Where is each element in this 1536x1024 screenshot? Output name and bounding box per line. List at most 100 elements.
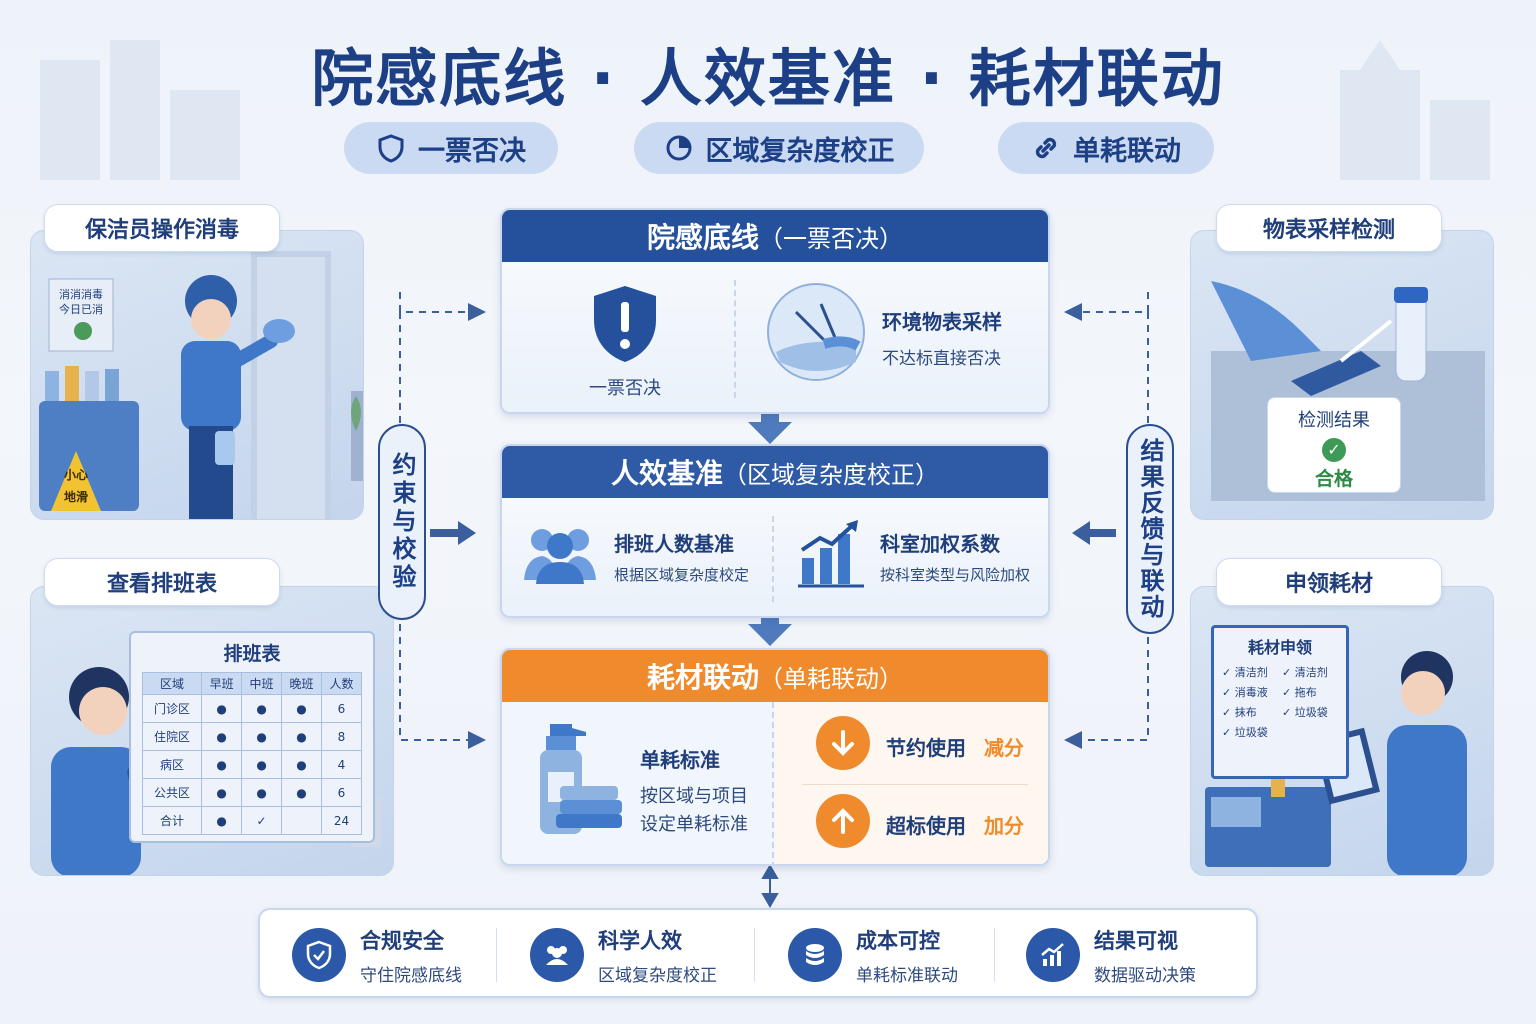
divider	[496, 928, 497, 982]
divider	[754, 928, 755, 982]
staff-baseline-title: 排班人数基准	[614, 532, 734, 556]
panel-infection-baseline: 院感底线（一票否决） 一票否决 环境物表采样 不达标直接否决	[500, 208, 1050, 414]
benefit-cost: 成本可控单耗标准联动	[788, 910, 958, 1000]
panel-header: 人效基准（区域复杂度校正）	[502, 446, 1048, 498]
benefit-sub: 守住院感底线	[360, 965, 462, 986]
list-item: ✓ 清洁剂	[1282, 666, 1328, 679]
benefit-title: 成本可控	[856, 928, 940, 953]
photo-sampling: 检测结果 ✓ 合格	[1190, 230, 1494, 520]
save-usage-label: 节约使用	[886, 736, 966, 760]
item-label: 抹布	[1234, 706, 1257, 719]
benefit-sub: 数据驱动决策	[1094, 965, 1196, 986]
people-icon	[530, 928, 584, 982]
list-item: ✓ 清洁剂	[1222, 666, 1268, 679]
person-icon: ●	[281, 778, 322, 807]
env-sampling-title: 环境物表采样	[882, 310, 1002, 334]
benefits-bar: 合规安全守住院感底线 科学人效区域复杂度校正 成本可控单耗标准联动 结果可视数据…	[258, 908, 1258, 998]
env-sampling-sub: 不达标直接否决	[882, 349, 1001, 369]
divider	[734, 280, 736, 398]
pill-label: 区域复杂度校正	[705, 135, 895, 167]
item-label: 拖布	[1294, 686, 1317, 699]
item-label: 垃圾袋	[1294, 706, 1328, 719]
panel-body: 单耗标准 按区域与项目 设定单耗标准 节约使用 减分 超标使用 加分	[502, 702, 1048, 864]
veto-label: 一票否决	[589, 378, 661, 399]
schedule-title: 排班表	[223, 643, 281, 665]
list-item: ✓ 垃圾袋	[1282, 706, 1328, 719]
sign-text: 消消消毒 今日已消	[53, 287, 109, 317]
benefit-compliance: 合规安全守住院感底线	[292, 910, 462, 1000]
item-label: 消毒液	[1234, 686, 1268, 699]
pill-label: 单耗联动	[1073, 135, 1181, 167]
panel-subtitle: （区域复杂度校正）	[723, 460, 939, 489]
result-title: 检测结果	[1298, 410, 1370, 431]
chart-up-icon	[1026, 928, 1080, 982]
label-sampling: 物表采样检测	[1216, 204, 1442, 252]
person-icon: ●	[281, 722, 322, 751]
benefit-title: 结果可视	[1094, 928, 1178, 953]
panel-title: 院感底线	[646, 221, 759, 254]
arrow-down-icon	[816, 716, 870, 770]
benefit-efficiency: 科学人效区域复杂度校正	[530, 910, 717, 1000]
cell-count: 24	[320, 806, 363, 835]
cell-area: 合计	[141, 806, 203, 835]
person-icon: ●	[201, 750, 243, 779]
divider	[772, 702, 774, 864]
over-usage-tag: 加分	[984, 814, 1024, 838]
label-cleaning: 保洁员操作消毒	[44, 204, 280, 252]
list-item: ✓ 抹布	[1222, 706, 1257, 719]
pill-veto: 一票否决	[344, 122, 558, 174]
over-usage-label: 超标使用	[886, 814, 966, 838]
side-label-constraint: 约束与校验	[378, 424, 426, 620]
skyline-background	[40, 40, 1490, 180]
schedule-table: 区域 早班 中班 晚班 人数 门诊区●●●6 住院区●●●8 病区●●●4 公共…	[141, 672, 363, 835]
check-circle-icon: ✓	[1322, 438, 1346, 462]
sign-line-1: 消消消毒	[59, 288, 103, 301]
coins-icon	[788, 928, 842, 982]
supplies-illustration	[1205, 651, 1467, 875]
cell-area: 门诊区	[141, 694, 203, 723]
item-label: 垃圾袋	[1234, 726, 1268, 739]
panel-title: 人效基准	[610, 457, 723, 490]
cell-count: 4	[320, 750, 363, 779]
panel-title: 耗材联动	[646, 661, 759, 694]
benefit-sub: 单耗标准联动	[856, 965, 958, 986]
item-label: 清洁剂	[1234, 666, 1268, 679]
list-item: ✓ 消毒液	[1222, 686, 1268, 699]
panel-subtitle: （一票否决）	[759, 224, 903, 253]
bar-growth-icon	[798, 520, 864, 588]
panel-header: 院感底线（一票否决）	[502, 210, 1048, 262]
pill-linkage: 单耗联动	[998, 122, 1214, 174]
benefit-title: 科学人效	[598, 928, 682, 953]
unit-standard-title: 单耗标准	[640, 748, 720, 772]
dept-weight-title: 科室加权系数	[880, 532, 1000, 556]
pie-chart-icon	[666, 135, 691, 161]
save-usage-tag: 减分	[984, 736, 1024, 760]
sign-line-2: 今日已消	[59, 303, 103, 316]
panel-subtitle: （单耗联动）	[759, 664, 903, 693]
list-item: ✓ 拖布	[1282, 686, 1317, 699]
cell-count: 8	[320, 722, 363, 751]
list-item: ✓ 垃圾袋	[1222, 726, 1268, 739]
table-row: 门诊区●●●6	[141, 694, 363, 723]
wet-floor-line-1: 小心	[63, 468, 88, 482]
panel-header: 耗材联动（单耗联动）	[502, 650, 1048, 702]
supply-board: 耗材申领 ✓ 清洁剂 ✓ 清洁剂 ✓ 消毒液 ✓ 拖布 ✓ 抹布 ✓ 垃圾袋 ✓…	[1211, 625, 1349, 779]
person-icon: ●	[241, 694, 283, 723]
warning-shield-icon	[594, 286, 656, 362]
shield-check-icon	[292, 928, 346, 982]
staff-baseline-sub: 根据区域复杂度校定	[614, 566, 750, 584]
swab-sampling-icon	[767, 283, 865, 381]
row-divider	[802, 784, 1028, 785]
page-title: 院感底线 · 人效基准 · 耗材联动	[311, 42, 1225, 115]
photo-schedule: 排班表 区域 早班 中班 晚班 人数 门诊区●●●6 住院区●●●8 病区●●●…	[30, 586, 394, 876]
benefit-sub: 区域复杂度校正	[598, 965, 717, 986]
person-icon: ●	[201, 722, 243, 751]
wet-floor-sign-text: 小心 地滑	[53, 464, 99, 508]
divider	[994, 928, 995, 982]
photo-cleaning: 消消消毒 今日已消 小心 地滑	[30, 230, 364, 520]
cleaner-illustration	[39, 251, 363, 519]
side-label-text: 结果反馈与联动	[1136, 438, 1164, 620]
pill-label: 一票否决	[418, 135, 526, 167]
board-items: ✓ 清洁剂 ✓ 清洁剂 ✓ 消毒液 ✓ 拖布 ✓ 抹布 ✓ 垃圾袋 ✓ 垃圾袋	[1214, 658, 1346, 746]
panel-consumables-linkage: 耗材联动（单耗联动） 单耗标准 按区域与项目 设定单耗标准 节约使用 减分 超标…	[500, 648, 1050, 866]
